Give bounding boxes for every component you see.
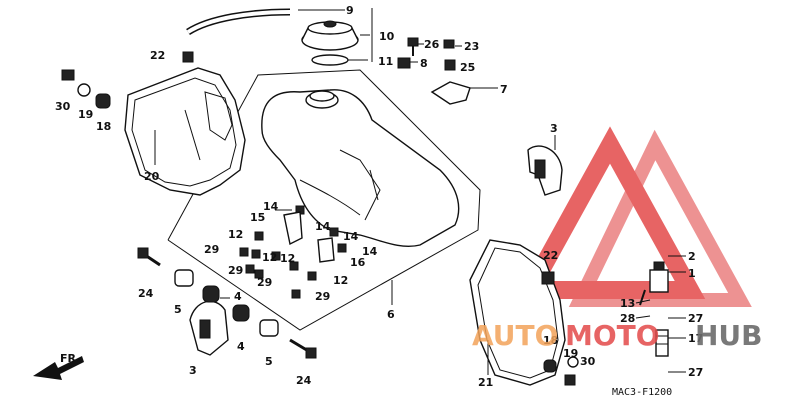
callout-13: 13 bbox=[620, 297, 635, 310]
callout-20: 20 bbox=[144, 170, 160, 183]
grommet-18b bbox=[543, 359, 557, 373]
callout-7: 7 bbox=[500, 83, 508, 96]
collar-5b bbox=[259, 319, 279, 337]
grommet-18a bbox=[95, 93, 111, 109]
bolt-22b bbox=[541, 271, 555, 285]
callout-24-left: 24 bbox=[138, 287, 154, 300]
callout-11: 11 bbox=[378, 55, 393, 68]
fuel-valve bbox=[639, 261, 669, 306]
callout-1: 1 bbox=[688, 267, 696, 280]
callout-8: 8 bbox=[420, 57, 428, 70]
callout-9: 9 bbox=[346, 4, 354, 17]
front-direction-arrow bbox=[33, 356, 84, 380]
callout-12-b: 12 bbox=[262, 251, 277, 264]
watermark-text: AUTO MOTO HUB bbox=[472, 319, 763, 352]
callout-4-b: 4 bbox=[237, 340, 245, 353]
svg-text:MOTO: MOTO bbox=[565, 319, 660, 352]
bracket-15 bbox=[283, 211, 303, 246]
callout-23: 23 bbox=[464, 40, 479, 53]
watermark-logo bbox=[514, 126, 752, 307]
callout-29-b: 29 bbox=[228, 264, 243, 277]
bolt-24-left bbox=[137, 247, 161, 267]
callout-2: 2 bbox=[688, 250, 696, 263]
fuel-filter bbox=[655, 329, 669, 357]
callout-30-left: 30 bbox=[55, 100, 71, 113]
hardware-cluster bbox=[239, 205, 347, 299]
right-shroud bbox=[469, 239, 566, 386]
callout-3-upper: 3 bbox=[550, 122, 558, 135]
callout-16: 16 bbox=[350, 256, 366, 269]
callout-17: 17 bbox=[688, 332, 703, 345]
grommet-4b bbox=[232, 304, 250, 322]
bolt-23 bbox=[443, 39, 455, 49]
callout-14-a: 14 bbox=[263, 200, 279, 213]
bolt-30a bbox=[61, 69, 75, 81]
callout-19-left: 19 bbox=[78, 108, 93, 121]
bolt-22a bbox=[182, 51, 194, 63]
callout-22-right: 22 bbox=[543, 249, 558, 262]
callout-29-d: 29 bbox=[315, 290, 330, 303]
callout-25: 25 bbox=[460, 61, 475, 74]
bolt-30b bbox=[564, 374, 576, 386]
callout-18-left: 18 bbox=[96, 120, 111, 133]
bolt-26 bbox=[407, 37, 419, 56]
leader-lines bbox=[154, 8, 686, 375]
callout-24-right: 24 bbox=[296, 374, 312, 387]
callout-6: 6 bbox=[387, 308, 395, 321]
left-shroud bbox=[124, 67, 246, 196]
bracket-7 bbox=[430, 81, 471, 105]
tank-group-outline bbox=[167, 69, 481, 331]
callout-4-a: 4 bbox=[234, 290, 242, 303]
callout-27-b: 27 bbox=[688, 366, 703, 379]
collar-5a bbox=[174, 269, 194, 287]
callout-15: 15 bbox=[250, 211, 265, 224]
callout-29-a: 29 bbox=[204, 243, 219, 256]
strap-upper bbox=[527, 145, 563, 196]
grommet-4a bbox=[202, 285, 220, 303]
callout-12-d: 12 bbox=[333, 274, 348, 287]
callout-12-a: 12 bbox=[228, 228, 243, 241]
callout-14-b: 14 bbox=[315, 220, 331, 233]
callout-3-lower: 3 bbox=[189, 364, 197, 377]
callout-14-d: 14 bbox=[362, 245, 378, 258]
callout-12-c: 12 bbox=[280, 252, 295, 265]
cap-25 bbox=[444, 59, 456, 71]
fuel-cap bbox=[301, 20, 359, 51]
callout-10: 10 bbox=[379, 30, 395, 43]
callout-26: 26 bbox=[424, 38, 440, 51]
front-label: FR. bbox=[60, 352, 80, 365]
diagram-code: MAC3-F1200 bbox=[612, 387, 672, 398]
callout-18-right: 18 bbox=[543, 334, 558, 347]
svg-text:HUB: HUB bbox=[695, 319, 763, 352]
callout-22-left: 22 bbox=[150, 49, 165, 62]
cap-gasket bbox=[311, 54, 349, 66]
washer-19a bbox=[77, 83, 91, 97]
callout-19-right: 19 bbox=[563, 347, 578, 360]
strap-lower bbox=[189, 300, 229, 356]
callout-28: 28 bbox=[620, 312, 635, 325]
callout-29-c: 29 bbox=[257, 276, 272, 289]
nut-8 bbox=[397, 57, 411, 69]
bolt-24-right bbox=[289, 338, 317, 359]
fuel-tank bbox=[261, 89, 460, 247]
callout-21: 21 bbox=[478, 376, 493, 389]
callout-27-a: 27 bbox=[688, 312, 703, 325]
washer-19b bbox=[567, 356, 579, 368]
callout-30-right: 30 bbox=[580, 355, 596, 368]
callout-14-c: 14 bbox=[343, 230, 359, 243]
bracket-16 bbox=[317, 237, 335, 263]
callout-5-left: 5 bbox=[174, 303, 182, 316]
svg-text:AUTO: AUTO bbox=[472, 319, 558, 352]
callout-5-right: 5 bbox=[265, 355, 273, 368]
